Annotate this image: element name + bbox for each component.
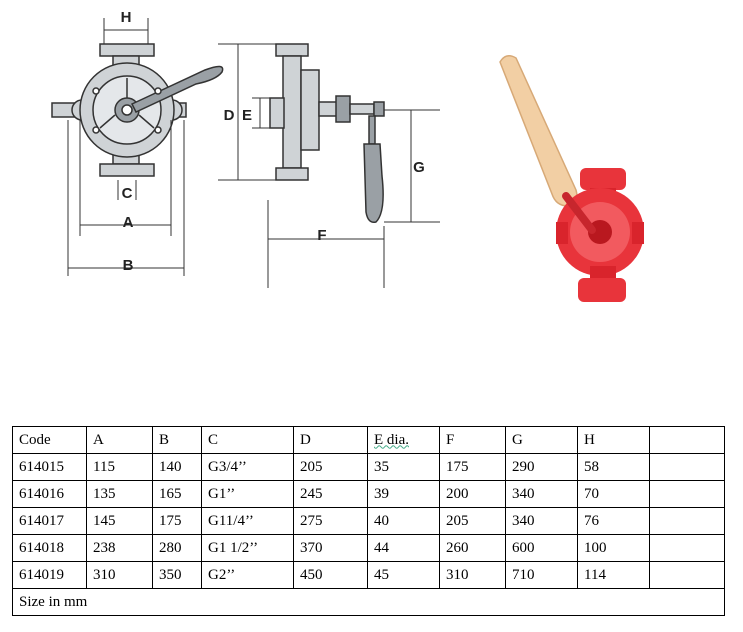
cell: 238 (86, 534, 153, 562)
label-e: E (242, 107, 252, 124)
cell: 340 (505, 507, 578, 535)
cell: 310 (439, 561, 506, 589)
header-d: D (293, 426, 368, 454)
cell: 260 (439, 534, 506, 562)
cell: G11/4’’ (201, 507, 294, 535)
cell: G1 1/2’’ (201, 534, 294, 562)
cell: 165 (152, 480, 202, 508)
cell: 614016 (12, 480, 87, 508)
cell: 70 (577, 480, 650, 508)
cell: 450 (293, 561, 368, 589)
cell: 614019 (12, 561, 87, 589)
front-dimension-lines (67, 18, 185, 276)
cell: 614017 (12, 507, 87, 535)
cell: 275 (293, 507, 368, 535)
cell: 115 (86, 453, 153, 481)
cell: 58 (577, 453, 650, 481)
cell: 76 (577, 507, 650, 535)
header-g: G (505, 426, 578, 454)
cell (649, 561, 725, 589)
cell: 205 (439, 507, 506, 535)
cell: 175 (152, 507, 202, 535)
header-c: C (201, 426, 294, 454)
cell: 44 (367, 534, 440, 562)
label-g: G (413, 159, 425, 176)
cell: 245 (293, 480, 368, 508)
cell: 135 (86, 480, 153, 508)
cell: 710 (505, 561, 578, 589)
cell (649, 480, 725, 508)
label-a: A (123, 214, 134, 231)
cell: 370 (293, 534, 368, 562)
cell: 290 (505, 453, 578, 481)
cell (649, 507, 725, 535)
header-f: F (439, 426, 506, 454)
table-header-row: Code A B C D E dia. F G H (12, 426, 725, 454)
cell (649, 534, 725, 562)
cell: 340 (505, 480, 578, 508)
table-footer-row: Size in mm (12, 588, 725, 616)
cell: G3/4’’ (201, 453, 294, 481)
cell: 100 (577, 534, 650, 562)
header-h: H (577, 426, 650, 454)
header-code: Code (12, 426, 87, 454)
cell: 114 (577, 561, 650, 589)
cell: 40 (367, 507, 440, 535)
label-d: D (224, 107, 235, 124)
label-f: F (317, 227, 326, 244)
label-b: B (123, 257, 134, 274)
pump-figure: H C A B D E G F (51, 9, 644, 302)
cell: 200 (439, 480, 506, 508)
label-h: H (121, 9, 132, 26)
cell (649, 453, 725, 481)
cell: 614015 (12, 453, 87, 481)
header-e-dia: E dia. (367, 426, 440, 454)
cell: 145 (86, 507, 153, 535)
header-a: A (86, 426, 153, 454)
side-dimension-lines (218, 43, 440, 288)
cell: 175 (439, 453, 506, 481)
header-b: B (152, 426, 202, 454)
cell: 280 (152, 534, 202, 562)
cell: 45 (367, 561, 440, 589)
cell: 35 (367, 453, 440, 481)
pump-front-view-drawing-icon (51, 43, 224, 177)
pump-side-view-drawing-icon (269, 43, 385, 224)
cell: 614018 (12, 534, 87, 562)
cell: 310 (86, 561, 153, 589)
cell: 205 (293, 453, 368, 481)
header-empty (649, 426, 725, 454)
red-hand-pump-photo-icon (499, 55, 644, 302)
cell: 350 (152, 561, 202, 589)
cell: 39 (367, 480, 440, 508)
size-unit-note: Size in mm (12, 588, 725, 616)
cell: G2’’ (201, 561, 294, 589)
label-c: C (122, 185, 133, 202)
cell: G1’’ (201, 480, 294, 508)
cell: 600 (505, 534, 578, 562)
cell: 140 (152, 453, 202, 481)
